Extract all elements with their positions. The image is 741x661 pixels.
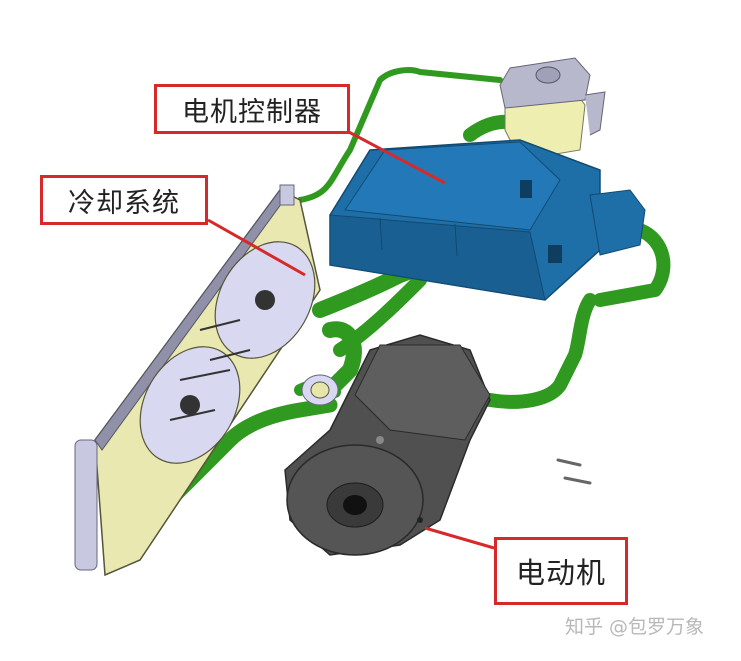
label-motor-controller: 电机控制器 [154, 84, 350, 134]
callout-leaders [207, 128, 495, 550]
cooling-module [74, 184, 339, 577]
label-electric-motor: 电动机 [494, 537, 628, 605]
coolant-hoses [82, 67, 671, 508]
label-motor-controller-text: 电机控制器 [182, 96, 322, 128]
electric-motor [284, 334, 491, 556]
label-electric-motor-text: 电动机 [515, 556, 606, 590]
watermark: 知乎 @包罗万象 [565, 616, 705, 638]
label-cooling-system: 冷却系统 [40, 175, 208, 225]
motor-controller [329, 139, 646, 301]
small-fasteners [556, 458, 592, 485]
label-cooling-system-text: 冷却系统 [68, 187, 180, 219]
